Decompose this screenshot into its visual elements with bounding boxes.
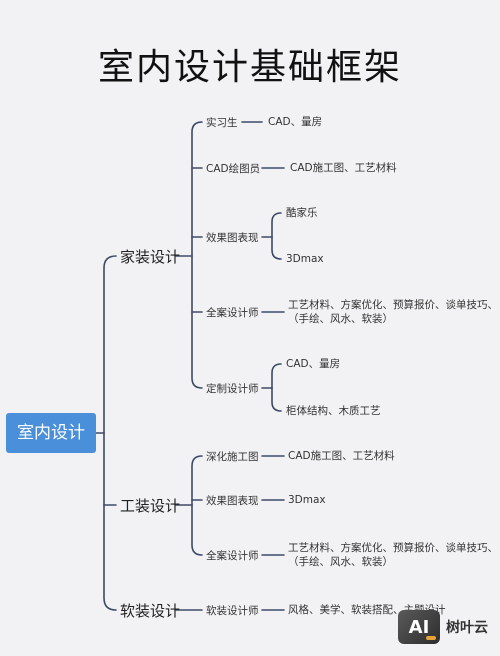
- watermark-text: 树叶云: [446, 620, 488, 636]
- node-tool-render: 效果图表现: [206, 495, 259, 507]
- branch-soft-design: 软装设计: [120, 602, 181, 620]
- page-title: 室内设计基础框架: [97, 47, 402, 88]
- leaf-intern: CAD、量房: [268, 116, 323, 128]
- node-soft-designer: 软装设计师: [206, 605, 259, 617]
- watermark: AI 树叶云: [398, 606, 498, 648]
- branch-tool-design: 工装设计: [120, 497, 181, 515]
- leaf-cad-drafter: CAD施工图、工艺材料: [290, 162, 397, 174]
- leaf-render-3dmax: 3Dmax: [286, 253, 324, 265]
- node-tool-full-designer: 全案设计师: [206, 550, 259, 562]
- leaf-custom-cad: CAD、量房: [286, 358, 341, 370]
- node-custom-designer: 定制设计师: [206, 383, 259, 395]
- node-deepen-drawing: 深化施工图: [206, 451, 259, 463]
- root-node: 室内设计: [6, 413, 96, 453]
- node-intern: 实习生: [206, 117, 238, 129]
- node-render: 效果图表现: [206, 232, 259, 244]
- leaf-custom-cabinet: 柜体结构、木质工艺: [286, 405, 381, 417]
- node-full-designer: 全案设计师: [206, 307, 259, 319]
- branch-home-design: 家装设计: [120, 248, 181, 266]
- leaf-tool-render: 3Dmax: [288, 494, 326, 506]
- node-cad-drafter: CAD绘图员: [206, 163, 261, 175]
- ai-logo-icon: AI: [398, 610, 440, 644]
- leaf-tool-full-line2: （手绘、风水、软装）: [288, 556, 393, 568]
- leaf-tool-full-line1: 工艺材料、方案优化、预算报价、谈单技巧、: [288, 542, 498, 554]
- leaf-deepen-drawing: CAD施工图、工艺材料: [288, 450, 395, 462]
- leaf-full-designer-line2: （手绘、风水、软装）: [288, 313, 393, 325]
- leaf-full-designer-line1: 工艺材料、方案优化、预算报价、谈单技巧、: [288, 299, 498, 311]
- leaf-render-kujiale: 酷家乐: [286, 207, 318, 219]
